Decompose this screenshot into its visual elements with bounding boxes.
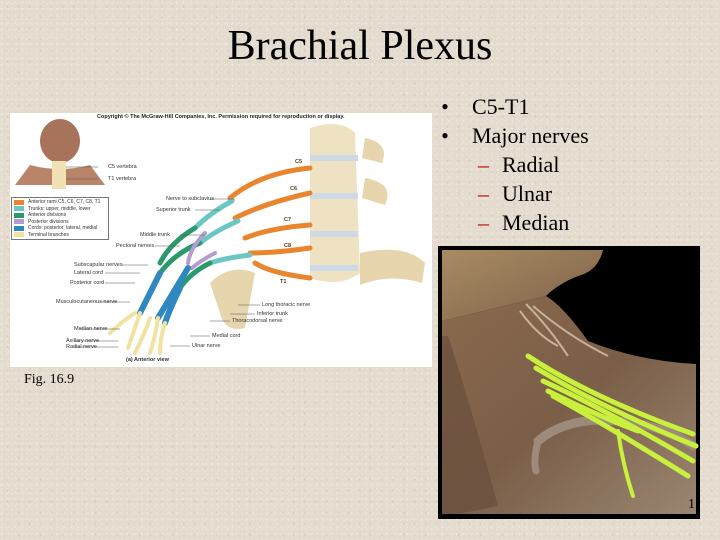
sub-bullet-item: – Radial <box>436 150 589 179</box>
dash-marker: – <box>478 210 489 235</box>
brachial-plexus-diagram: Copyright © The McGraw-Hill Companies, I… <box>10 113 432 367</box>
bullet-marker: • <box>441 94 449 119</box>
callout-axillary-nerve: Axillary nerve <box>66 338 100 344</box>
legend-item: Trunks: upper, middle, lower <box>14 206 106 213</box>
diagram-illustration <box>15 119 425 355</box>
slide-title: Brachial Plexus <box>227 23 493 69</box>
spine-label-c5: C5 <box>295 159 303 165</box>
legend-swatch <box>14 212 24 218</box>
dissection-image <box>438 246 700 519</box>
spine-label-c8: C8 <box>284 243 292 249</box>
legend-swatch <box>14 206 24 212</box>
callout-medial-cord: Medial cord <box>212 333 241 339</box>
callout-subscapular-nerves: Subscapular nerves <box>74 262 123 268</box>
sub-bullet-text: Radial <box>502 152 560 177</box>
legend-swatch <box>14 225 24 231</box>
sub-bullet-item: – Median <box>436 208 589 237</box>
dissection-photo <box>438 246 700 519</box>
bullet-item: • Major nerves <box>436 121 589 150</box>
legend-item: Cords: posterior, lateral, medial <box>14 225 106 232</box>
callout-inferior-trunk: Inferior trunk <box>257 311 288 317</box>
t1-vertebra-label: T1 vertebra <box>108 176 137 182</box>
legend-swatch <box>14 199 24 205</box>
bullet-text: Major nerves <box>472 123 589 148</box>
callout-radial-nerve: Radial nerve <box>66 344 97 350</box>
callout-lateral-cord: Lateral cord <box>74 270 104 276</box>
figure-caption: Fig. 16.9 <box>24 372 75 387</box>
callout-long-thoracic-nerve: Long thoracic nerve <box>262 302 311 308</box>
bullet-list: • C5-T1 • Major nerves – Radial – Ulnar … <box>436 92 589 237</box>
sub-bullet-text: Ulnar <box>502 181 553 206</box>
c5-vertebra-label: C5 vertebra <box>108 164 137 170</box>
callout-superior-trunk: Superior trunk <box>156 207 191 213</box>
legend-item: Anterior rami C5, C6, C7, C8, T1 <box>14 199 106 206</box>
spine-label-t1: T1 <box>280 279 287 285</box>
callout-musculocutaneous-nerve: Musculocutaneous nerve <box>56 299 118 305</box>
bullet-marker: • <box>441 123 449 148</box>
copyright-notice: Copyright © The McGraw-Hill Companies, I… <box>97 114 345 120</box>
bullet-text: C5-T1 <box>472 94 530 119</box>
dash-marker: – <box>478 181 489 206</box>
color-legend: Anterior rami C5, C6, C7, C8, T1 Trunks:… <box>11 197 109 240</box>
bullet-item: • C5-T1 <box>436 92 589 121</box>
callout-nerve-to-subclavius: Nerve to subclavius <box>166 196 214 202</box>
spine-label-c7: C7 <box>284 217 292 223</box>
spine-label-c6: C6 <box>290 186 298 192</box>
legend-item: Posterior divisions <box>14 219 106 226</box>
callout-median-nerve: Median nerve <box>74 326 108 332</box>
sub-bullet-text: Median <box>502 210 570 235</box>
callout-middle-trunk: Middle trunk <box>140 232 170 238</box>
callout-pectoral-nerves: Pectoral nerves <box>116 243 155 249</box>
sub-bullet-item: – Ulnar <box>436 179 589 208</box>
dash-marker: – <box>478 152 489 177</box>
slide-number: 1 <box>688 497 695 512</box>
legend-swatch <box>14 232 24 238</box>
legend-swatch <box>14 219 24 225</box>
legend-item: Terminal branches <box>14 232 106 239</box>
vertebral-column <box>210 124 425 329</box>
callout-ulnar-nerve: Ulnar nerve <box>192 343 221 349</box>
callout-thoracodorsal-nerve: Thoracodorsal nerve <box>232 318 283 324</box>
callout-posterior-cord: Posterior cord <box>70 280 105 286</box>
view-label: (a) Anterior view <box>126 357 169 363</box>
legend-item: Anterior divisions <box>14 212 106 219</box>
